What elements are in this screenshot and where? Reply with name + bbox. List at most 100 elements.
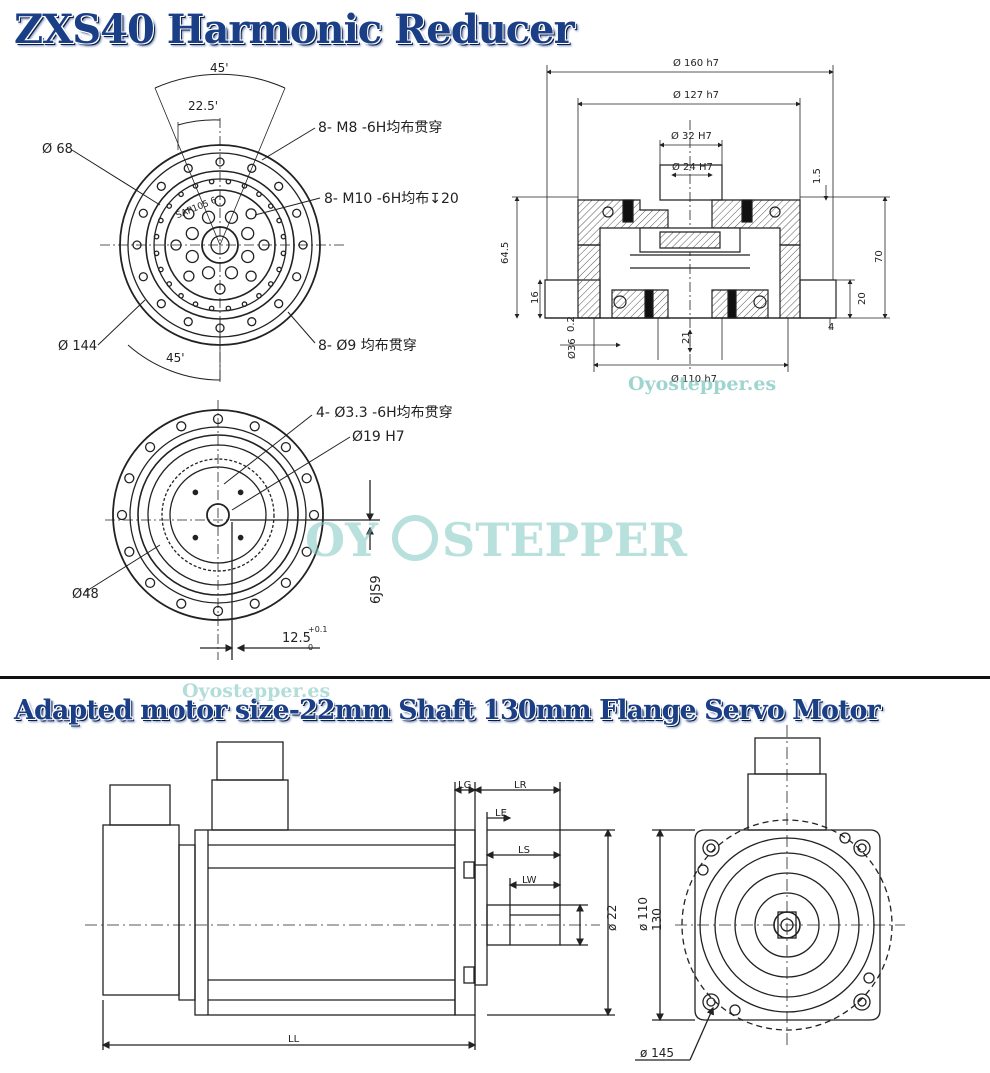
bolt-hole [245,270,257,282]
brand-watermark-left: OY [305,513,379,567]
bolt-hole [280,577,292,589]
bolt-hole [274,299,284,309]
bolt-hole [192,183,199,189]
bolt-hole [153,233,160,240]
section-dimension-labels: Ø 160 h7 Ø 127 h7 Ø 32 H7 Ø 24 H7 Ø 110 … [500,57,885,385]
rear-tapped-holes [192,489,244,541]
motor-side-view [85,741,615,1050]
dim-d24-label: Ø 24 H7 [672,161,713,173]
bolt-hole [249,421,260,432]
bolt-hole [138,208,148,218]
reducer-front-labels: 45' 22.5' 45' Ø 68 Ø 144 8- M8 -6H均布贯穿 8… [42,61,459,365]
dim-130-label: 130 [650,908,664,931]
bolt-hole [247,163,257,173]
bolt-hole [241,249,255,264]
dim-0-2-label: 0.2 [566,316,577,332]
bolt-hole [153,250,160,257]
rear-flange-holes [116,413,320,617]
inner-bolt-holes [170,195,270,295]
m8-thread-note: 8- M8 -6H均布贯穿 [318,120,442,136]
bolt-hole [178,191,184,198]
motor-end-labels: 130 ø 145 [640,908,674,1060]
section-dimension-lines [512,65,890,372]
bolt-hole [301,473,312,484]
dim-d127-label: Ø 127 h7 [673,89,719,101]
tolerance-upper: +0.1 [308,625,327,634]
site-watermark-bottom: Oyostepper.es [182,680,330,702]
ring-engraving: SAP105 6 [175,196,219,222]
section-divider [0,676,990,679]
reducer-rear-labels: 4- Ø3.3 -6H均布贯穿 Ø19 H7 Ø48 6JS9 12.5 +0.… [72,405,453,652]
tolerance-lower: 0 [308,643,313,652]
dim-d145-label: ø 145 [640,1046,674,1060]
dim-70-label: 70 [874,250,885,263]
bolt-hole-center [238,490,243,495]
bolt-hole [192,534,199,541]
angle-45-top-label: 45' [210,61,229,75]
dim-20-label: 20 [857,292,868,305]
dim-d32-label: Ø 32 H7 [671,130,712,142]
bolt-hole [183,208,195,220]
bolt-hole [276,266,282,273]
reducer-title: ZXS40 Harmonic Reducer [14,6,575,53]
dim-21-label: 21 [681,331,692,344]
brand-watermark-right: STEPPER [442,513,688,567]
mid-bolt-holes [153,178,287,312]
bolt-hole [224,266,239,280]
gear-icon [392,515,438,561]
bolt-hole [183,270,195,282]
bolt-hole [280,233,287,240]
reducer-section-view [544,120,837,370]
dim-d160-label: Ø 160 h7 [673,57,719,69]
bolt-hole [276,217,282,224]
bolt-hole [138,272,148,282]
motor-title: Adapted motor size-22mm Shaft 130mm Flan… [14,695,881,726]
bolt-hole [116,509,128,521]
reducer-rear-view [84,400,380,660]
bolt-hole-center [238,535,243,540]
bolt-hole [144,577,156,589]
dim-lr-label: LR [514,780,527,791]
dim-16-label: 16 [530,291,541,304]
d9-hole-note: 8- Ø9 均布贯穿 [318,338,417,354]
bolt-hole [201,266,216,280]
bolt-hole [144,441,156,453]
bolt-hole [170,239,182,251]
bolt-hole [212,605,224,617]
bolt-hole [158,266,164,273]
bolt-hole [280,250,287,257]
bolt-hole [166,281,173,287]
bolt-hole [274,181,284,191]
bolt-hole [241,183,248,189]
bolt-hole [241,301,248,307]
bolt-hole [156,181,166,191]
m10-thread-note: 8- M10 -6H均布↧20 [324,191,459,207]
bolt-hole [176,421,187,432]
dim-ll-label: LL [288,1034,300,1045]
dim-64-5-label: 64.5 [500,242,511,264]
bolt-hole [192,489,199,496]
reducer-front-view [71,73,345,382]
d19-bore-label: Ø19 H7 [352,429,405,445]
bolt-hole [124,546,135,557]
bolt-hole [192,301,199,307]
bolt-hole [225,305,232,312]
bolt-hole [214,195,226,207]
bolt-hole [176,598,187,609]
key-6js9-label: 6JS9 [369,575,384,604]
bolt-hole [215,157,225,167]
dim-d22-label: ø 22 [605,905,619,931]
dim-d110-label: Ø 110 h7 [671,373,717,385]
bolt-hole [178,292,184,299]
bolt-hole [166,203,173,209]
bolt-hole [298,240,308,250]
d48-label: Ø48 [72,587,99,602]
bolt-hole [156,299,166,309]
bolt-hole [224,210,239,224]
bolt-hole [237,489,244,496]
bolt-hole [256,292,262,299]
bolt-hole [256,191,262,198]
dia-144-label: Ø 144 [58,339,97,354]
bolt-hole [212,413,224,425]
